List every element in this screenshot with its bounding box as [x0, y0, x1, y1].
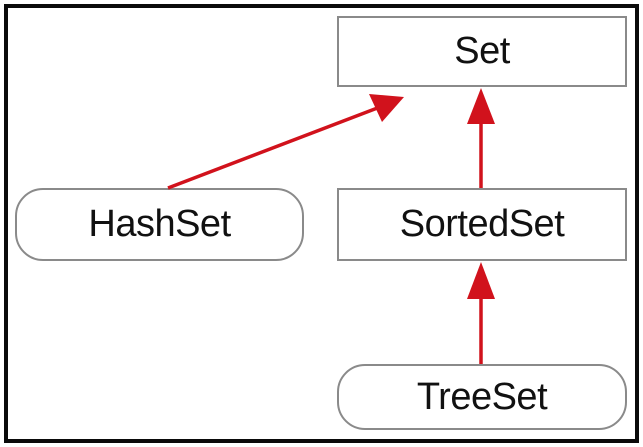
hashset-label: HashSet [88, 203, 231, 245]
sortedset-node: SortedSet [337, 188, 627, 261]
treeset-node: TreeSet [337, 364, 627, 430]
sortedset-label: SortedSet [399, 203, 565, 245]
set-node: Set [337, 16, 627, 87]
hashset-node: HashSet [15, 188, 304, 261]
treeset-label: TreeSet [416, 375, 548, 418]
set-label: Set [454, 30, 510, 72]
